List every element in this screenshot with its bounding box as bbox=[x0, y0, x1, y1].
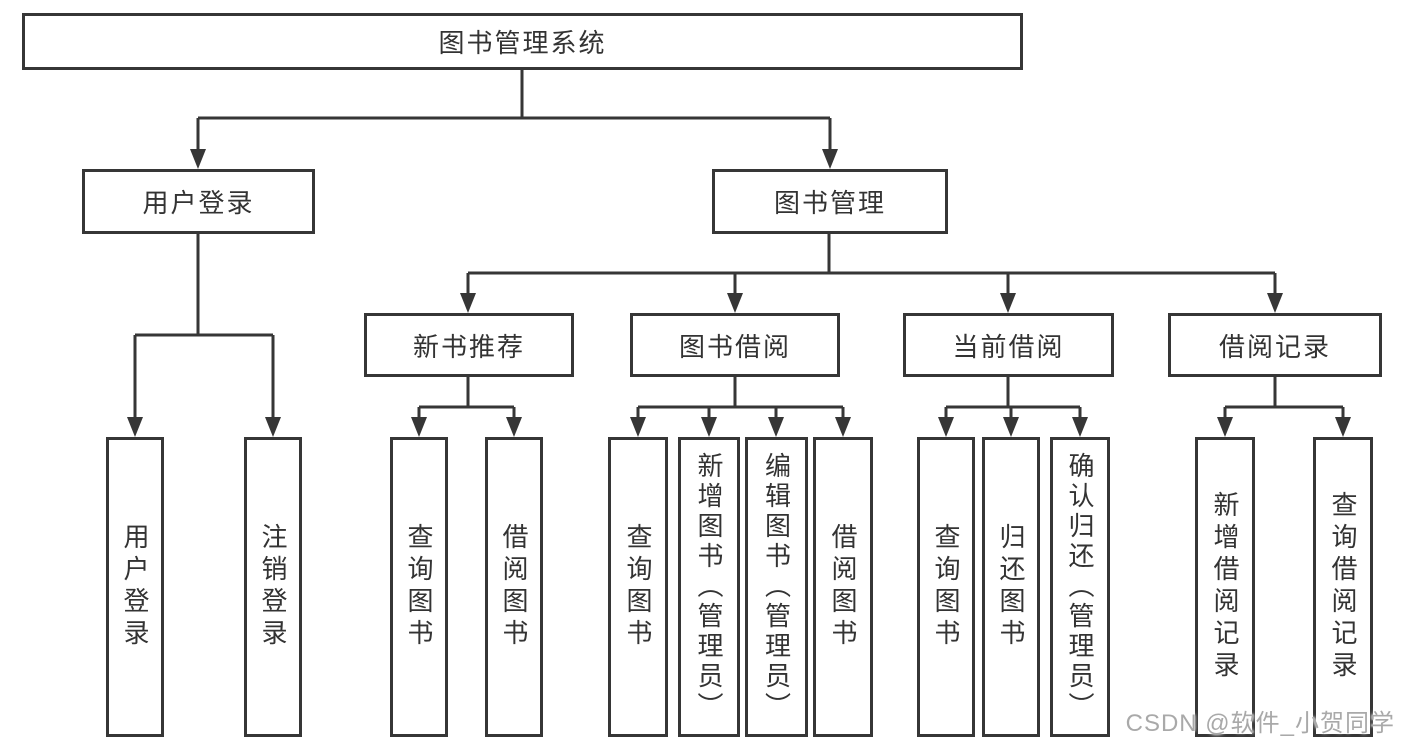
node-user-login: 用户登录 bbox=[82, 169, 315, 234]
connector-lines bbox=[133, 69, 1345, 418]
leaf-return-book: 归还图书 bbox=[982, 437, 1040, 737]
node-current-borrowing: 当前借阅 bbox=[903, 313, 1114, 377]
node-root-system: 图书管理系统 bbox=[22, 13, 1023, 70]
leaf-add-book-admin: 新增图书（管理员） bbox=[678, 437, 740, 737]
node-borrowing-records: 借阅记录 bbox=[1168, 313, 1382, 377]
node-book-borrowing: 图书借阅 bbox=[630, 313, 840, 377]
leaf-edit-book-admin: 编辑图书（管理员） bbox=[745, 437, 808, 737]
leaf-query-books-recommend: 查询图书 bbox=[390, 437, 448, 737]
leaf-confirm-return-admin: 确认归还（管理员） bbox=[1050, 437, 1110, 737]
leaf-borrow-books: 借阅图书 bbox=[813, 437, 873, 737]
csdn-watermark: CSDN @软件_小贺同学 bbox=[1125, 710, 1395, 737]
arrowheads bbox=[127, 149, 1351, 437]
leaf-query-borrow-record: 查询借阅记录 bbox=[1313, 437, 1373, 737]
node-book-management: 图书管理 bbox=[712, 169, 948, 234]
leaf-add-borrow-record: 新增借阅记录 bbox=[1195, 437, 1255, 737]
node-new-book-recommend: 新书推荐 bbox=[364, 313, 574, 377]
leaf-borrow-books-recommend: 借阅图书 bbox=[485, 437, 543, 737]
leaf-query-books-current: 查询图书 bbox=[917, 437, 975, 737]
leaf-query-books-borrow: 查询图书 bbox=[608, 437, 668, 737]
leaf-user-login: 用户登录 bbox=[106, 437, 164, 737]
leaf-logout: 注销登录 bbox=[244, 437, 302, 737]
